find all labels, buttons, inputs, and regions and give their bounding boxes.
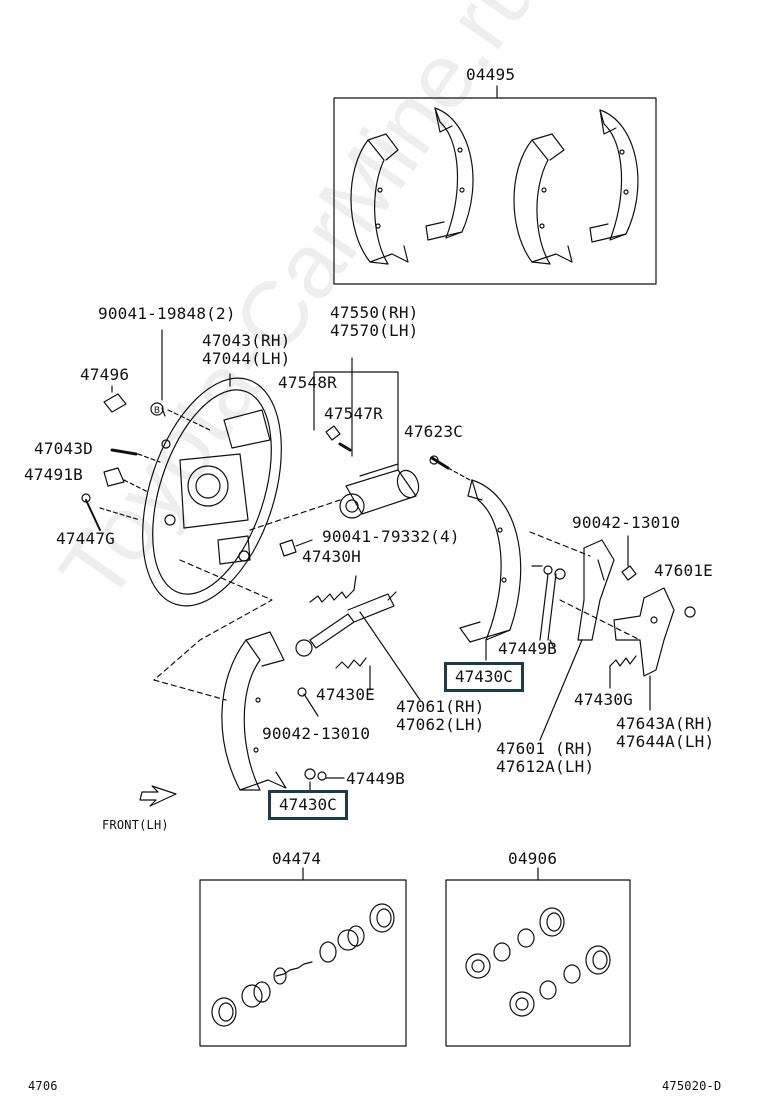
label-47449b-bot: 47449B bbox=[346, 769, 405, 788]
label-47447g: 47447G bbox=[56, 529, 115, 548]
kit-label-04906: 04906 bbox=[508, 849, 558, 868]
brake-shoe-icon bbox=[513, 133, 573, 265]
highlight-47430c-top[interactable]: 47430C bbox=[444, 662, 524, 692]
label-47643a-rh: 47643A(RH) bbox=[616, 714, 715, 733]
kit-label-shoe: 04495 bbox=[466, 65, 516, 84]
label-47601e: 47601E bbox=[654, 561, 713, 580]
kit-label-04474: 04474 bbox=[272, 849, 322, 868]
shoe-kit-box bbox=[333, 97, 657, 285]
label-47644a-lh: 47644A(LH) bbox=[616, 732, 715, 751]
wheel-cylinder-icon bbox=[339, 463, 420, 519]
label-47061-rh: 47061(RH) bbox=[396, 697, 485, 716]
label-47612a-lh: 47612A(LH) bbox=[496, 757, 595, 776]
label-90042-13010-bot: 90042-13010 bbox=[262, 724, 371, 743]
cylinder-kit-box-b bbox=[445, 879, 631, 1047]
label-47550-rh: 47550(RH) bbox=[330, 303, 419, 322]
label-47043d: 47043D bbox=[34, 439, 93, 458]
label-47430h: 47430H bbox=[302, 547, 361, 566]
marker-b: B bbox=[154, 406, 160, 416]
seal-cup-icon bbox=[211, 903, 395, 1027]
label-47430e: 47430E bbox=[316, 685, 375, 704]
highlight-47430c-bot[interactable]: 47430C bbox=[268, 790, 348, 820]
label-47043-rh: 47043(RH) bbox=[202, 331, 291, 350]
label-47623c: 47623C bbox=[404, 422, 463, 441]
label-47062-lh: 47062(LH) bbox=[396, 715, 485, 734]
label-47496: 47496 bbox=[80, 365, 130, 384]
label-90041-19848: 90041-19848(2) bbox=[98, 304, 236, 323]
backing-plate-icon bbox=[142, 377, 282, 607]
lever-icon bbox=[613, 587, 675, 677]
brake-shoe-icon bbox=[459, 479, 522, 643]
front-arrow-icon bbox=[139, 785, 177, 807]
seal-cup-icon bbox=[465, 907, 611, 1017]
adjuster-icon bbox=[295, 591, 397, 657]
label-front-lh: FRONT(LH) bbox=[102, 818, 169, 832]
brake-shoe-icon bbox=[221, 631, 287, 791]
cylinder-kit-box-a bbox=[199, 879, 407, 1047]
label-47449b-top: 47449B bbox=[498, 639, 557, 658]
brake-shoe-icon bbox=[589, 109, 639, 243]
label-47547r: 47547R bbox=[324, 404, 383, 423]
label-47570-lh: 47570(LH) bbox=[330, 321, 419, 340]
label-47491b: 47491B bbox=[24, 465, 83, 484]
label-47548r: 47548R bbox=[278, 373, 337, 392]
label-47601-rh: 47601 (RH) bbox=[496, 739, 595, 758]
label-47430g: 47430G bbox=[574, 690, 633, 709]
brake-shoe-icon bbox=[425, 107, 474, 241]
footer-right: 475020-D bbox=[662, 1079, 722, 1093]
footer-left: 4706 bbox=[28, 1079, 58, 1093]
label-90042-13010-top: 90042-13010 bbox=[572, 513, 681, 532]
label-90041-79332: 90041-79332(4) bbox=[322, 527, 460, 546]
strut-icon bbox=[577, 539, 615, 641]
brake-shoe-icon bbox=[350, 133, 409, 265]
label-47044-lh: 47044(LH) bbox=[202, 349, 291, 368]
